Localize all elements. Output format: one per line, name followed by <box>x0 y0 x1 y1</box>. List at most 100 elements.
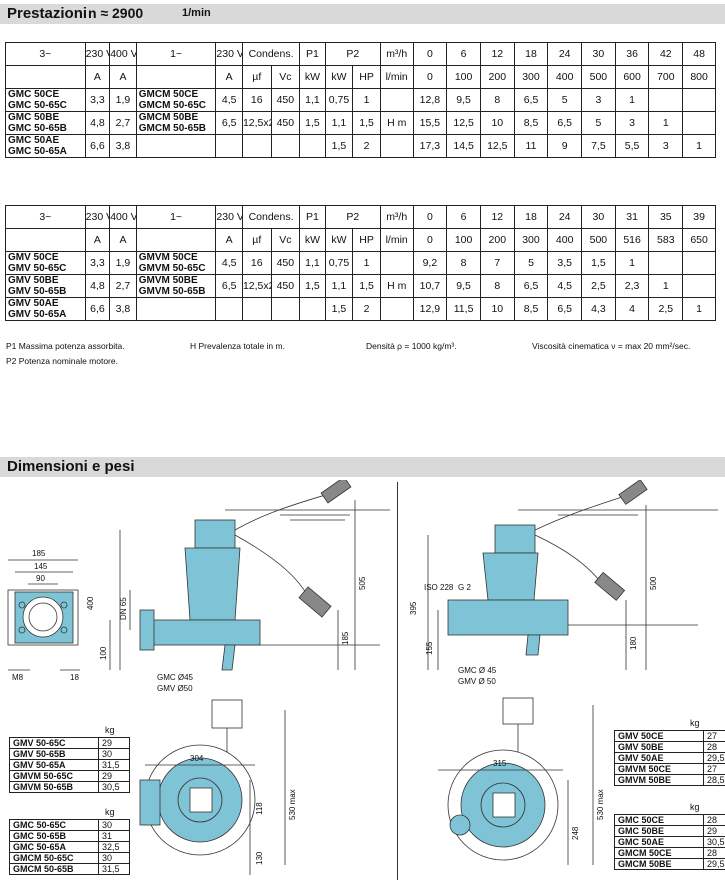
table-cell: 12,5 <box>479 134 515 158</box>
table-cell: 3,8 <box>109 297 137 321</box>
dim-gmv: GMV Ø 50 <box>458 677 496 686</box>
table-cell: 450 <box>270 88 301 112</box>
table-cell: 30 <box>581 42 616 66</box>
table-cell <box>270 297 301 321</box>
table-cell: 15,5 <box>412 111 448 135</box>
model-name: GMV 50AE <box>8 298 59 310</box>
divider <box>397 482 398 880</box>
table-cell: 0 <box>412 65 448 89</box>
table-cell: 24 <box>547 205 583 229</box>
table-cell: 6,5 <box>215 274 243 298</box>
table-cell: 1 <box>352 88 381 112</box>
table-cell <box>135 297 217 321</box>
model-name: GMV 50-65C <box>9 737 99 749</box>
model-name: GMCM 50BE <box>614 858 704 870</box>
dim-505: 505 <box>358 576 367 590</box>
table-cell: 12,5x2 <box>241 274 272 298</box>
table-cell: A <box>215 228 243 252</box>
table-cell: 9,2 <box>412 251 448 275</box>
table-cell <box>5 65 86 89</box>
model-name: GMV 50-65A <box>9 759 99 771</box>
dim-90: 90 <box>36 574 45 583</box>
note-p2: P2 Potenza nominale motore. <box>6 356 118 366</box>
table-cell: P1 <box>299 42 326 66</box>
table-cell: 12 <box>479 42 515 66</box>
table-cell: 14,5 <box>446 134 481 158</box>
table-cell: 500 <box>581 228 616 252</box>
table-cell: 450 <box>270 274 301 298</box>
table-cell: 4,5 <box>215 251 243 275</box>
table-cell <box>135 228 217 252</box>
weight-value: 29 <box>98 770 130 782</box>
table-cell <box>682 111 716 135</box>
table-cell: 8 <box>479 274 515 298</box>
table-cell <box>241 297 272 321</box>
table-cell: 36 <box>614 42 650 66</box>
model-name: GMV 50-65B <box>8 286 67 297</box>
table-cell: A <box>215 65 243 89</box>
table-cell: 230 V <box>215 42 243 66</box>
weight-value: 30 <box>98 819 130 831</box>
table-cell: 6,5 <box>513 88 549 112</box>
table-cell: 0 <box>412 205 448 229</box>
table-cell: 1 <box>648 111 684 135</box>
performance-table-gmc: 3~230 V400 V1~230 VCondens.P1P2m³/h06121… <box>5 42 716 158</box>
table-cell: 6,5 <box>215 111 243 135</box>
dim-155: 155 <box>425 641 434 655</box>
table-cell: 12,5x2 <box>241 111 272 135</box>
table-cell: l/min <box>379 228 414 252</box>
table-cell: A <box>84 65 111 89</box>
table-cell: Condens. <box>241 205 301 229</box>
table-cell: 12,5 <box>446 111 481 135</box>
pump-volute <box>447 599 569 636</box>
table-cell: 10 <box>479 111 515 135</box>
table-cell: 1 <box>682 297 716 321</box>
table-cell <box>299 134 326 158</box>
table-header-row: 3~230 V400 V1~230 VCondens.P1P2m³/h06121… <box>5 42 716 66</box>
table-cell: 2 <box>352 134 381 158</box>
table-cell: µf <box>241 228 272 252</box>
table-cell: µf <box>241 65 272 89</box>
pump-volute <box>149 619 261 646</box>
model-name: GMV 50BE <box>614 741 704 753</box>
table-cell: A <box>84 228 111 252</box>
model-name: GMCM 50-65B <box>138 123 206 134</box>
table-cell: P2 <box>324 205 381 229</box>
table-cell: Vc <box>270 228 301 252</box>
table-cell <box>135 65 217 89</box>
table-cell: 11,5 <box>446 297 481 321</box>
table-cell <box>241 134 272 158</box>
table-cell: 10,7 <box>412 274 448 298</box>
table-cell: 6,6 <box>84 297 111 321</box>
table-cell: 16 <box>241 88 272 112</box>
table-cell: 1,1 <box>299 251 326 275</box>
table-cell: 400 V <box>109 42 137 66</box>
table-cell: 1,5 <box>324 297 354 321</box>
table-cell: Condens. <box>241 42 301 66</box>
dim-130: 130 <box>255 851 264 865</box>
table-cell: 1~ <box>135 205 217 229</box>
table-cell: 4,8 <box>84 274 111 298</box>
model-name: GMC 50BE <box>8 112 60 124</box>
table-cell: 1~ <box>135 42 217 66</box>
dim-185: 185 <box>32 549 46 558</box>
model-name: GMV 50CE <box>8 252 59 264</box>
table-cell: 6,5 <box>513 274 549 298</box>
table-cell: 100 <box>446 228 481 252</box>
dim-118: 118 <box>255 802 264 815</box>
model-name: GMV 50CE <box>614 730 704 742</box>
dim-100: 100 <box>99 646 108 660</box>
table-cell: H m <box>379 274 414 298</box>
